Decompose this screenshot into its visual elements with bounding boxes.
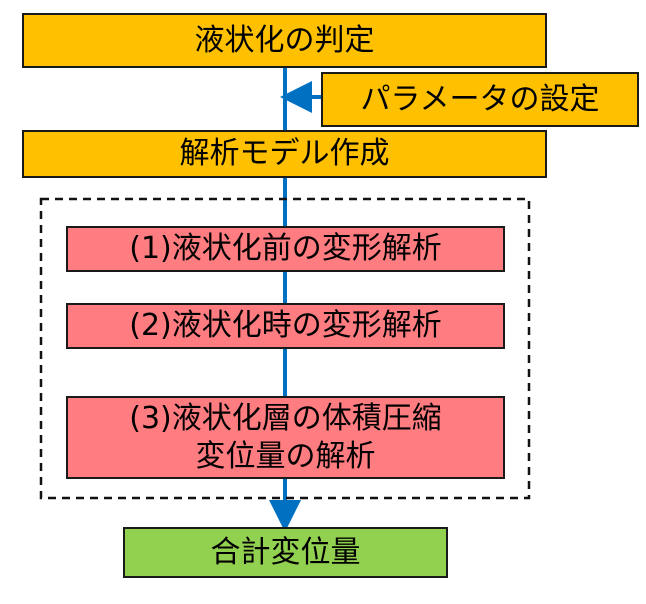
liquefaction-judgment-box: 液状化の判定 [22,13,547,68]
volume-compression-analysis-box: (3)液状化層の体積圧縮 変位量の解析 [66,396,505,479]
model-creation-box: 解析モデル作成 [22,130,547,178]
total-displacement-box: 合計変位量 [123,527,448,578]
pre-liquefaction-analysis-box: (1)液状化前の変形解析 [66,226,505,272]
liquefaction-judgment-label: 液状化の判定 [194,22,375,58]
total-displacement-label: 合計変位量 [210,534,361,570]
parameter-setting-box: パラメータの設定 [321,72,639,127]
volume-compression-analysis-label: (3)液状化層の体積圧縮 変位量の解析 [129,401,442,474]
during-liquefaction-analysis-box: (2)液状化時の変形解析 [66,303,505,349]
parameter-setting-label: パラメータの設定 [360,81,600,117]
during-liquefaction-analysis-label: (2)液状化時の変形解析 [129,308,442,344]
analysis-group-frame [39,197,531,500]
pre-liquefaction-analysis-label: (1)液状化前の変形解析 [129,231,442,267]
model-creation-label: 解析モデル作成 [179,136,390,172]
